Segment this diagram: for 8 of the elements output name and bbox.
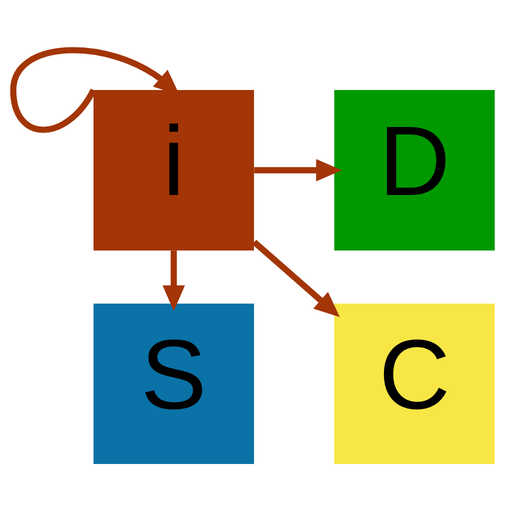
arrow [252,240,340,318]
node-box: C [334,304,495,464]
node-box: S [94,304,254,464]
arrow [162,250,185,311]
arrow [10,47,180,133]
node-box: i [94,90,254,250]
node-box: D [334,90,495,250]
arrow [254,159,342,182]
